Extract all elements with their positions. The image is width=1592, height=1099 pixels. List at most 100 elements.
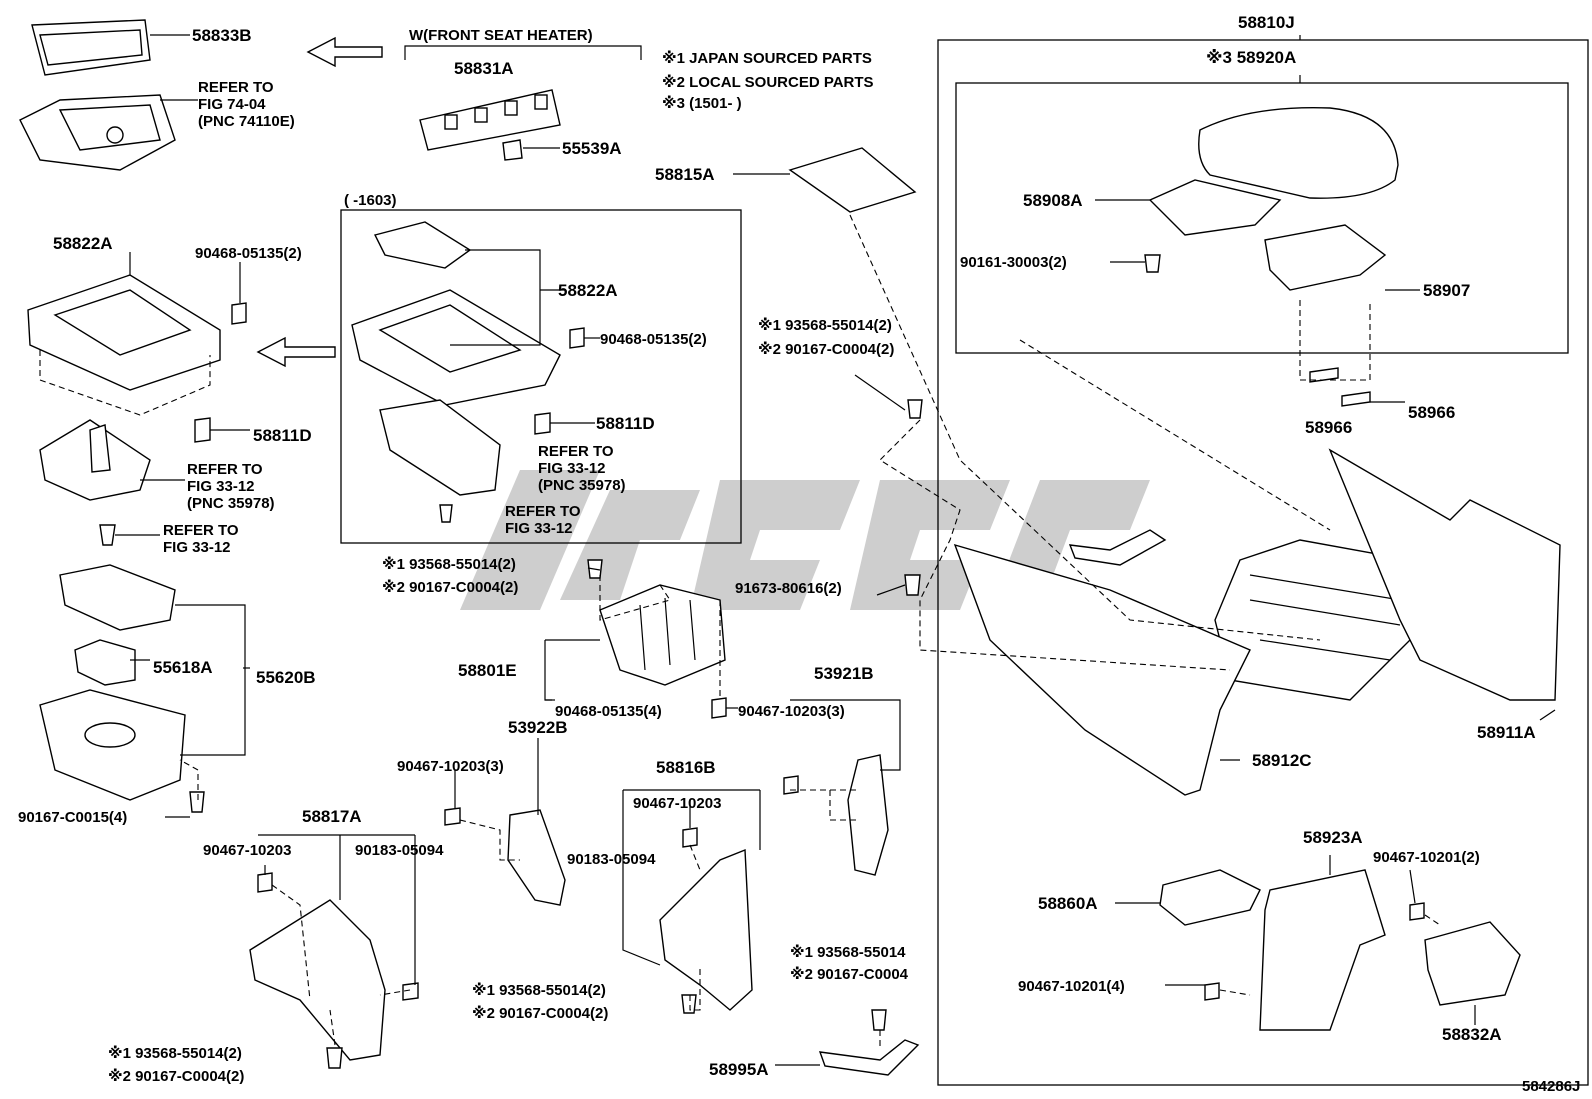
- part-58811D-box-clip: [534, 412, 551, 435]
- part-bolt-left: [99, 524, 116, 546]
- label-93568-d1: ※1 93568-55014: [790, 943, 906, 961]
- part-58817A-shape: [249, 899, 386, 1061]
- label-58816B: 58816B: [656, 758, 716, 777]
- label-58860A: 58860A: [1038, 894, 1098, 913]
- label-91673-80616: 91673-80616(2): [735, 580, 842, 597]
- label-90467-817: 90467-10203: [203, 842, 291, 859]
- part-58860A-shape: [1159, 869, 1261, 926]
- part-58908A-shape: [1148, 179, 1282, 236]
- part-shift-boot-shape: [39, 419, 151, 501]
- labels: 58833B REFER TO FIG 74-04 (PNC 74110E) W…: [18, 13, 1580, 1095]
- part-clip-58816B: [682, 827, 698, 848]
- label-90468-left: 90468-05135(2): [195, 245, 302, 262]
- arrow-left-top: [306, 36, 383, 68]
- part-bolt-55620B: [189, 791, 205, 813]
- label-refer-box-5: FIG 33-12: [505, 520, 573, 537]
- label-refer-left-5: FIG 33-12: [163, 539, 231, 556]
- label-58966-a: 58966: [1305, 418, 1352, 437]
- leader-lines: [115, 34, 1556, 1066]
- label-refer-box-4: REFER TO: [505, 503, 581, 520]
- label-58831A: 58831A: [454, 59, 514, 78]
- detail-frame-1603: [340, 209, 742, 544]
- label-58995A: 58995A: [709, 1060, 769, 1079]
- part-clip-left: [231, 302, 247, 325]
- part-58923A-shape: [1259, 869, 1386, 1031]
- part-58832A-shape: [1424, 921, 1521, 1006]
- label-refer-74-2: FIG 74-04: [198, 96, 266, 113]
- label-58811D-left: 58811D: [253, 426, 312, 445]
- part-clip-10201-2: [1409, 902, 1425, 921]
- label-90468-mid: 90468-05135(4): [555, 703, 662, 720]
- note-japan-sourced: ※1 JAPAN SOURCED PARTS: [662, 49, 872, 67]
- label-58912C: 58912C: [1252, 751, 1312, 770]
- part-58920A-shape: [1198, 106, 1399, 199]
- part-55539A-shape: [502, 139, 523, 161]
- label-53921B: 53921B: [814, 664, 874, 683]
- label-58810J: 58810J: [1238, 13, 1295, 32]
- part-58816B-shape: [659, 848, 753, 1011]
- label-90468-box: 90468-05135(2): [600, 331, 707, 348]
- part-clip-53921B: [783, 775, 799, 795]
- label-refer-left-2: FIG 33-12: [187, 478, 255, 495]
- part-53921B-shape: [847, 754, 889, 876]
- label-90167-C0015: 90167-C0015(4): [18, 809, 127, 826]
- label-refer-box-1: REFER TO: [538, 443, 614, 460]
- label-55539A: 55539A: [562, 139, 622, 158]
- label-93568-e1: ※1 93568-55014(2): [108, 1044, 242, 1062]
- armrest-frame: [955, 82, 1569, 354]
- label-55620B: 55620B: [256, 668, 316, 687]
- part-nut-58817A: [402, 982, 419, 1001]
- label-58822A-box: 58822A: [558, 281, 618, 300]
- part-clip-box: [569, 327, 585, 349]
- part-58907-shape: [1264, 224, 1387, 291]
- label-58907: 58907: [1423, 281, 1470, 300]
- part-bolt-90161: [1144, 254, 1161, 273]
- seat-heater-bracket: [404, 45, 642, 60]
- label-90167-e2: ※2 90167-C0004(2): [108, 1067, 244, 1085]
- part-58815A-shape: [788, 147, 917, 213]
- part-58822A-box-shape: [351, 221, 561, 496]
- label-refer-box-2: FIG 33-12: [538, 460, 606, 477]
- label-58815A: 58815A: [655, 165, 715, 184]
- label-58811D-box: 58811D: [596, 414, 655, 433]
- label-90167-d2: ※2 90167-C0004: [790, 965, 909, 983]
- label-58923A: 58923A: [1303, 828, 1363, 847]
- part-bolt-58816B: [681, 994, 697, 1014]
- label-90167-c2: ※2 90167-C0004(2): [472, 1004, 608, 1022]
- part-clip-53922B: [444, 807, 461, 826]
- label-58832A: 58832A: [1442, 1025, 1502, 1044]
- label-58833B: 58833B: [192, 26, 252, 45]
- label-55618A: 55618A: [153, 658, 213, 677]
- label-90183-817: 90183-05094: [355, 842, 444, 859]
- label-90467-left3: 90467-10203(3): [397, 758, 504, 775]
- arrow-left-mid: [256, 336, 336, 368]
- label-90167-a2: ※2 90167-C0004(2): [758, 340, 894, 358]
- part-console-body-shape: [1214, 539, 1411, 701]
- label-58822A-left: 58822A: [53, 234, 113, 253]
- console-assembly-frame: [937, 39, 1589, 1086]
- part-58912C-shape: [953, 543, 1251, 796]
- label-58801E: 58801E: [458, 661, 517, 680]
- note-local-sourced: ※2 LOCAL SOURCED PARTS: [662, 73, 874, 91]
- part-58831A-shape: [419, 89, 561, 151]
- label-refer-box-3: (PNC 35978): [538, 477, 626, 494]
- part-58822A-left-shape: [27, 274, 221, 416]
- part-55620B-shape: [39, 564, 186, 801]
- label-90467-10201-4: 90467-10201(4): [1018, 978, 1125, 995]
- label-93568-b1: ※1 93568-55014(2): [382, 555, 516, 573]
- label-53922B: 53922B: [508, 718, 568, 737]
- label-58817A: 58817A: [302, 807, 362, 826]
- part-58833B-shape: [31, 19, 151, 76]
- label-w-seat-heater: W(FRONT SEAT HEATER): [409, 27, 593, 44]
- label-refer-left-1: REFER TO: [187, 461, 263, 478]
- part-58966-b-shape: [1341, 391, 1371, 407]
- part-53922B-shape: [507, 809, 566, 906]
- label-58966-b: 58966: [1408, 403, 1455, 422]
- label-diagram-id: 584286J: [1522, 1078, 1580, 1095]
- label-93568-a1: ※1 93568-55014(2): [758, 316, 892, 334]
- label-range-1603: ( -1603): [344, 192, 397, 209]
- part-58966-a-shape: [1309, 367, 1339, 383]
- label-90467-mid: 90467-10203(3): [738, 703, 845, 720]
- label-90467-816: 90467-10203: [633, 795, 721, 812]
